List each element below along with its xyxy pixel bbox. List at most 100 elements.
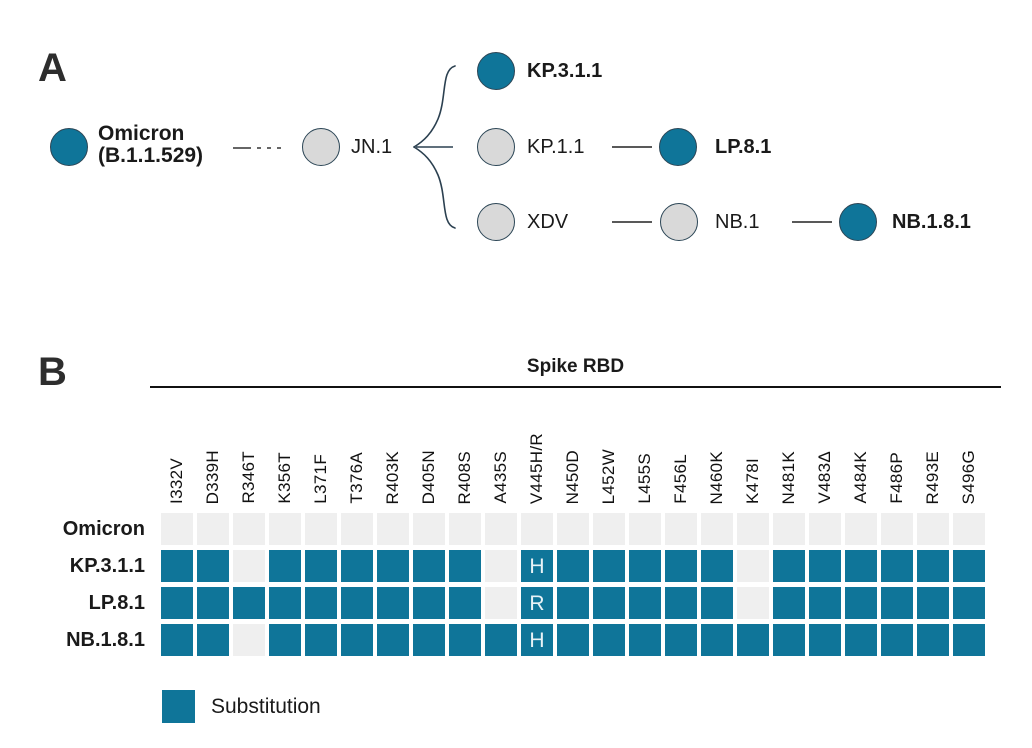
substitution-cell: [305, 624, 337, 656]
substitution-cell: [197, 624, 229, 656]
substitution-cell: [737, 624, 769, 656]
empty-cell: [233, 550, 265, 582]
mutation-col-label: T376A: [347, 452, 366, 504]
node-omicron-label: Omicron (B.1.1.529): [98, 123, 203, 167]
node-nb181: [839, 203, 877, 241]
substitution-cell: [341, 624, 373, 656]
empty-cell: [593, 513, 625, 545]
substitution-cell: [701, 624, 733, 656]
variant-row-label: LP.8.1: [88, 592, 145, 614]
mutation-col-label: L455S: [635, 453, 654, 504]
mutation-col-label: S496G: [959, 449, 978, 504]
substitution-cell: [413, 550, 445, 582]
substitution-cell: [809, 550, 841, 582]
substitution-cell: [557, 550, 589, 582]
substitution-cell: [773, 624, 805, 656]
empty-cell: [233, 624, 265, 656]
substitution-cell: [485, 624, 517, 656]
substitution-cell: [881, 624, 913, 656]
node-kp11: [477, 128, 515, 166]
substitution-cell: [953, 550, 985, 582]
substitution-swatch: [162, 690, 195, 723]
mutation-col-label: A435S: [491, 451, 510, 504]
empty-cell: [449, 513, 481, 545]
empty-cell: [665, 513, 697, 545]
mutation-col-label: R346T: [239, 451, 258, 504]
empty-cell: [485, 587, 517, 619]
mutation-col-label: L371F: [311, 454, 330, 504]
variant-row-label: Omicron: [62, 518, 145, 540]
empty-cell: [557, 513, 589, 545]
substitution-cell: [917, 587, 949, 619]
empty-cell: [809, 513, 841, 545]
spike-rbd-rule: [150, 386, 1001, 388]
empty-cell: [881, 513, 913, 545]
substitution-cell: H: [521, 550, 553, 582]
substitution-cell: [269, 587, 301, 619]
empty-cell: [341, 513, 373, 545]
substitution-cell: [845, 587, 877, 619]
mutation-col-label: R493E: [923, 450, 942, 504]
substitution-cell: [341, 550, 373, 582]
legend-label: Substitution: [211, 694, 321, 718]
substitution-cell: [161, 624, 193, 656]
substitution-cell: [917, 550, 949, 582]
empty-cell: [737, 587, 769, 619]
mutation-row: H: [161, 550, 985, 582]
empty-cell: [917, 513, 949, 545]
substitution-cell: [665, 624, 697, 656]
substitution-cell: [305, 587, 337, 619]
substitution-cell: [629, 587, 661, 619]
panel-a-label: A: [38, 46, 67, 90]
substitution-cell: [593, 587, 625, 619]
empty-cell: [737, 550, 769, 582]
mutation-col-label: N481K: [779, 450, 798, 504]
node-jn1: [302, 128, 340, 166]
mutation-row: H: [161, 624, 985, 656]
empty-cell: [953, 513, 985, 545]
substitution-cell: [557, 587, 589, 619]
empty-cell: [521, 513, 553, 545]
mutation-col-label: D339H: [203, 449, 222, 504]
mutation-col-label: D405N: [419, 449, 438, 504]
mutation-col-label: R408S: [455, 450, 474, 504]
empty-cell: [845, 513, 877, 545]
substitution-cell: [665, 550, 697, 582]
substitution-cell: [377, 587, 409, 619]
substitution-cell: [665, 587, 697, 619]
substitution-cell: [881, 587, 913, 619]
substitution-cell: R: [521, 587, 553, 619]
substitution-cell: [341, 587, 373, 619]
node-xdv: [477, 203, 515, 241]
empty-cell: [305, 513, 337, 545]
substitution-cell: [161, 550, 193, 582]
node-nb1-label: NB.1: [715, 211, 760, 233]
empty-cell: [737, 513, 769, 545]
substitution-cell: [269, 550, 301, 582]
node-kp11-label: KP.1.1: [527, 136, 585, 158]
mutation-row: R: [161, 587, 985, 619]
substitution-cell: [773, 550, 805, 582]
substitution-cell: [593, 624, 625, 656]
node-lp81-label: LP.8.1: [715, 136, 772, 158]
substitution-cell: H: [521, 624, 553, 656]
substitution-cell: [953, 624, 985, 656]
substitution-cell: [233, 587, 265, 619]
substitution-cell: [953, 587, 985, 619]
node-xdv-label: XDV: [527, 211, 569, 233]
substitution-cell: [377, 624, 409, 656]
branch-brace-top: [413, 65, 456, 148]
mutation-col-label: I332V: [167, 458, 186, 504]
substitution-cell: [269, 624, 301, 656]
substitution-cell: [881, 550, 913, 582]
mutation-col-label: F456L: [671, 454, 690, 504]
mutation-col-label: L452W: [599, 448, 618, 504]
spike-rbd-title: Spike RBD: [526, 356, 625, 377]
empty-cell: [485, 513, 517, 545]
substitution-cell: [377, 550, 409, 582]
substitution-cell: [629, 624, 661, 656]
empty-cell: [161, 513, 193, 545]
